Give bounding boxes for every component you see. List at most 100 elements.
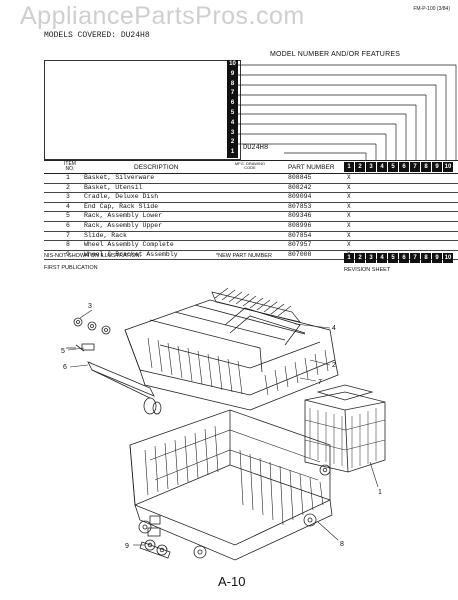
item-number: 3: [66, 193, 70, 201]
model-col-number: 10: [443, 253, 453, 263]
item-description: Wheel & Bracket Assembly: [84, 250, 178, 258]
form-number: FM-P-100 (3/84): [413, 6, 450, 12]
first-publication: FIRST PUBLICATION: [44, 265, 98, 271]
model-mark: X: [347, 221, 351, 229]
model-col-number: 5: [388, 162, 398, 172]
item-number: 7: [66, 231, 70, 239]
model-col-number: 1: [344, 253, 354, 263]
feature-number-column: 10 9 8 7 6 5 4 3 2 1: [227, 60, 238, 158]
table-header: ITEM NO. DESCRIPTION MFG. DRAWING CODE P…: [44, 160, 458, 174]
callout-9: 9: [125, 543, 129, 550]
header-model-columns: 1 2 3 4 5 6 7 8 9 10: [344, 162, 453, 172]
model-label: DU24H8: [243, 144, 269, 152]
feature-number: 4: [230, 119, 235, 126]
item-number: 6: [66, 221, 70, 229]
callout-3: 3: [88, 303, 92, 310]
model-col-number: 5: [388, 253, 398, 263]
silverware-basket-drawing: [304, 384, 386, 473]
lower-rack-drawing: [129, 409, 333, 561]
feature-number: 8: [230, 80, 235, 87]
model-col-number: 2: [355, 162, 365, 172]
part-number: 807854: [288, 231, 312, 239]
feature-number: 6: [230, 100, 235, 107]
model-col-number: 4: [377, 162, 387, 172]
part-number: 809346: [288, 212, 312, 220]
model-col-number: 4: [377, 253, 387, 263]
revision-sheet: REVISION SHEET: [344, 267, 391, 273]
feature-number: 5: [230, 109, 235, 116]
page-label: A-10: [218, 574, 246, 589]
part-number: 809094: [288, 193, 312, 201]
callout-2: 2: [332, 362, 336, 369]
table-row: 1 Basket, Silverware 808845 X: [44, 174, 458, 184]
callout-7: 7: [318, 379, 322, 386]
item-number: 9: [66, 250, 70, 258]
item-description: Cradle, Deluxe Dish: [84, 193, 159, 201]
item-description: End Cap, Rack Slide: [84, 202, 159, 210]
feature-number: 3: [230, 129, 235, 136]
item-number: 1: [66, 174, 70, 181]
model-col-number: 8: [421, 162, 431, 172]
model-col-number: 9: [432, 253, 442, 263]
header-mfg-code: MFG. DRAWING CODE: [234, 161, 266, 170]
upper-rack-drawing: [124, 287, 339, 411]
item-number: 4: [66, 202, 70, 210]
part-number: 808996: [288, 221, 312, 229]
feature-number: 1: [230, 149, 235, 156]
callout-5: 5: [61, 348, 65, 355]
model-mark: X: [347, 231, 351, 239]
table-row: 4 End Cap, Rack Slide 807853 X: [44, 203, 458, 213]
model-col-number: 3: [366, 162, 376, 172]
part-number: 808845: [288, 174, 312, 181]
feature-number: 7: [230, 90, 235, 97]
model-mark: X: [347, 241, 351, 249]
item-number: 5: [66, 212, 70, 220]
models-covered: MODELS COVERED: DU24H8: [44, 31, 150, 40]
new-part-note: *NEW PART NUMBER: [216, 253, 272, 259]
model-mark: X: [347, 193, 351, 201]
header-item: ITEM NO.: [64, 161, 76, 172]
model-grid-box: [44, 60, 241, 160]
callout-6: 6: [63, 364, 67, 371]
item-description: Rack, Assembly Lower: [84, 212, 163, 220]
callout-8: 8: [340, 541, 344, 548]
item-description: Wheel Assembly Complete: [84, 241, 174, 249]
model-col-number: 7: [410, 253, 420, 263]
table-row: 3 Cradle, Deluxe Dish 809094 X: [44, 193, 458, 203]
item-number: 8: [66, 241, 70, 249]
table-row: 6 Rack, Assembly Upper 808996 X: [44, 222, 458, 232]
footer-model-columns: 1 2 3 4 5 6 7 8 9 10: [344, 253, 453, 263]
model-col-number: 3: [366, 253, 376, 263]
table-row: 8 Wheel Assembly Complete 807957 X: [44, 241, 458, 251]
item-number: 2: [66, 183, 70, 191]
nis-note: NIS-NOT SHOWN ON ILLUSTRATION.: [44, 253, 141, 259]
slide-rail-drawing: [87, 361, 162, 415]
part-number: 807008: [288, 250, 312, 258]
model-col-number: 8: [421, 253, 431, 263]
item-description: Slide, Rack: [84, 231, 127, 239]
callout-4: 4: [332, 325, 336, 332]
parts-table: ITEM NO. DESCRIPTION MFG. DRAWING CODE P…: [44, 160, 458, 261]
part-number: 808242: [288, 183, 312, 191]
model-features-title: MODEL NUMBER AND/OR FEATURES: [270, 51, 401, 58]
model-col-number: 9: [432, 162, 442, 172]
part-number: 807957: [288, 241, 312, 249]
feature-number: 2: [230, 139, 235, 146]
model-col-number: 6: [399, 162, 409, 172]
model-mark: X: [347, 202, 351, 210]
header-part-number: PART NUMBER: [288, 164, 335, 171]
table-row: 5 Rack, Assembly Lower 809346 X: [44, 212, 458, 222]
model-mark: X: [347, 212, 351, 220]
table-row: 2 Basket, Utensil 808242 X: [44, 184, 458, 194]
feature-number: 10: [229, 61, 236, 67]
model-col-number: 10: [443, 162, 453, 172]
header-description: DESCRIPTION: [134, 164, 179, 171]
feature-number: 9: [230, 70, 235, 77]
table-row: 7 Slide, Rack 807854 X: [44, 232, 458, 242]
part-number: 807853: [288, 202, 312, 210]
callout-1: 1: [378, 489, 382, 496]
wheel-bracket-drawing: [139, 515, 171, 559]
model-col-number: 1: [344, 162, 354, 172]
